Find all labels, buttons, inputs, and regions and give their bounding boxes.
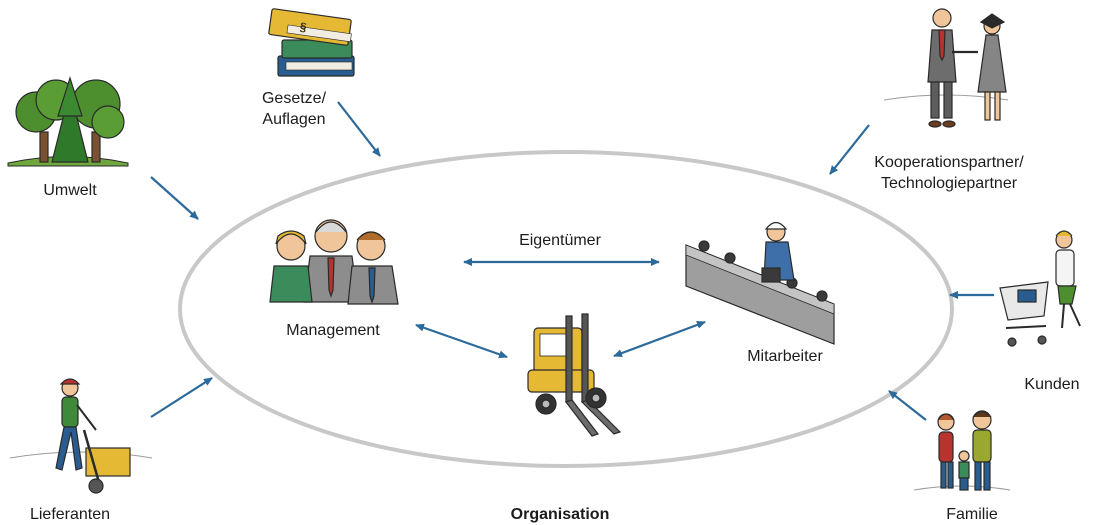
label-familie: Familie — [946, 506, 998, 523]
label-kunden: Kunden — [1024, 376, 1080, 393]
label-management: Management — [286, 322, 380, 339]
delivery-worker-icon — [9, 378, 153, 494]
assembly-line-worker-icon — [685, 221, 835, 345]
arrow-kooperation — [829, 124, 870, 175]
label-kooperation-technologie: Kooperationspartner/ Technologiepartner — [860, 152, 1038, 194]
arrow-management-forklift — [415, 323, 508, 359]
arrow-gesetze — [337, 101, 381, 157]
arrow-forklift-mitarbeiter — [613, 320, 706, 358]
label-eigentuemer: Eigentümer — [519, 232, 601, 249]
management-people-icon — [269, 219, 399, 305]
book-stack-icon: § — [268, 8, 355, 77]
shopping-cart-customer-icon — [999, 230, 1081, 347]
label-auflagen: Auflagen — [262, 111, 326, 128]
organisation-ellipse — [178, 150, 954, 468]
label-kooperation: Kooperationspartner/ — [874, 154, 1024, 171]
trees-icon — [7, 76, 129, 167]
label-technologie: Technologiepartner — [880, 175, 1018, 192]
label-organisation: Organisation — [510, 506, 610, 523]
external-arrows — [150, 101, 994, 421]
label-lieferanten: Lieferanten — [29, 506, 111, 523]
arrow-familie — [888, 390, 927, 421]
label-umwelt: Umwelt — [43, 182, 97, 199]
handshake-graduates-icon — [883, 8, 1009, 128]
label-gesetze-auflagen: Gesetze/ Auflagen — [255, 88, 333, 130]
forklift-icon — [527, 313, 622, 437]
label-mitarbeiter: Mitarbeiter — [747, 348, 823, 365]
svg-text:§: § — [299, 20, 308, 35]
internal-arrows — [415, 258, 706, 359]
label-gesetze: Gesetze/ — [261, 90, 327, 107]
arrow-umwelt — [150, 176, 199, 220]
arrow-lieferanten — [150, 377, 213, 418]
family-icon — [913, 410, 1011, 491]
